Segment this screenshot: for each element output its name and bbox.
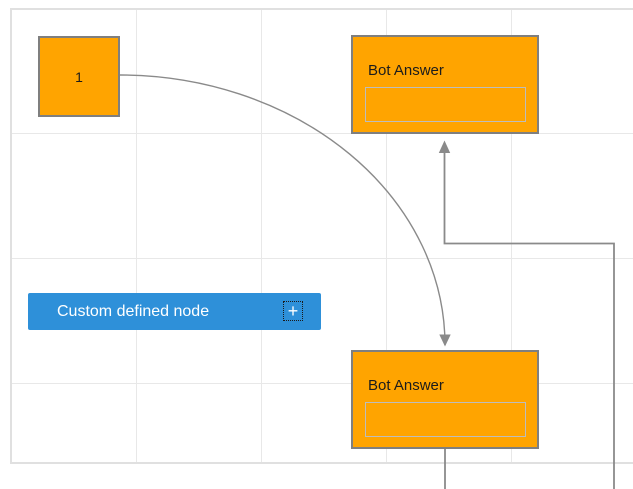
add-port-button[interactable]: + (283, 301, 303, 321)
node-start-label: 1 (75, 68, 83, 85)
plus-icon: + (287, 301, 299, 321)
bot-answer-input[interactable] (365, 402, 526, 437)
node-bot-answer-bottom[interactable]: Bot Answer (351, 350, 539, 449)
bot-answer-title: Bot Answer (368, 62, 444, 79)
connector-curve[interactable] (119, 74, 446, 346)
node-start[interactable]: 1 (38, 36, 120, 117)
node-custom-defined[interactable]: Custom defined node + (28, 293, 321, 330)
bot-answer-input[interactable] (365, 87, 526, 122)
connector-orthogonal[interactable] (443, 152, 615, 489)
bot-answer-title: Bot Answer (368, 377, 444, 394)
node-bot-answer-top[interactable]: Bot Answer (351, 35, 539, 134)
custom-node-label: Custom defined node (57, 303, 210, 320)
